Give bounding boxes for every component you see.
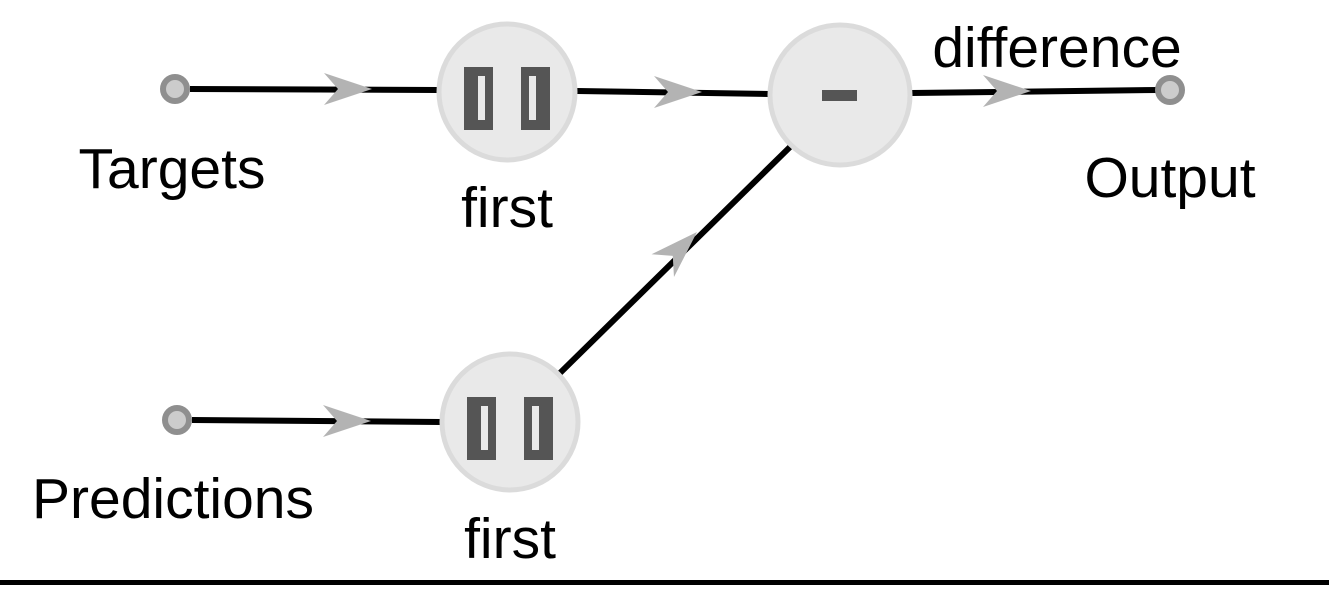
edge-subtract-to-output	[911, 87, 1159, 96]
node-first-top[interactable]	[436, 21, 578, 163]
first-top-label: first	[461, 176, 553, 240]
terminal-predictions-input[interactable]	[162, 405, 192, 435]
double-bracket-icon	[464, 67, 550, 130]
output-label: Output	[1084, 146, 1256, 210]
double-bracket-icon	[467, 397, 553, 460]
difference-edge-label: difference	[932, 16, 1182, 80]
targets-label: Targets	[78, 137, 266, 201]
node-circle[interactable]	[436, 21, 578, 163]
edge-predictions-to-first-bottom	[191, 417, 442, 425]
terminal-targets-input[interactable]	[160, 74, 190, 104]
bottom-divider	[0, 580, 1329, 585]
arrowhead-icon	[323, 405, 371, 437]
arrowheads	[323, 73, 1031, 437]
node-first-bottom[interactable]	[439, 351, 581, 493]
node-subtract[interactable]	[767, 22, 913, 168]
arrowhead-icon	[654, 76, 702, 108]
node-circle[interactable]	[439, 351, 581, 493]
predictions-label: Predictions	[32, 467, 314, 531]
edge-targets-to-first-top	[189, 86, 439, 93]
arrowhead-icon	[324, 73, 372, 105]
terminal-output[interactable]	[1155, 75, 1185, 105]
arrowhead-icon	[651, 232, 697, 278]
terminals	[160, 74, 1185, 435]
minus-icon	[822, 90, 857, 101]
first-bottom-label: first	[464, 507, 556, 571]
arrowhead-icon	[983, 75, 1031, 107]
